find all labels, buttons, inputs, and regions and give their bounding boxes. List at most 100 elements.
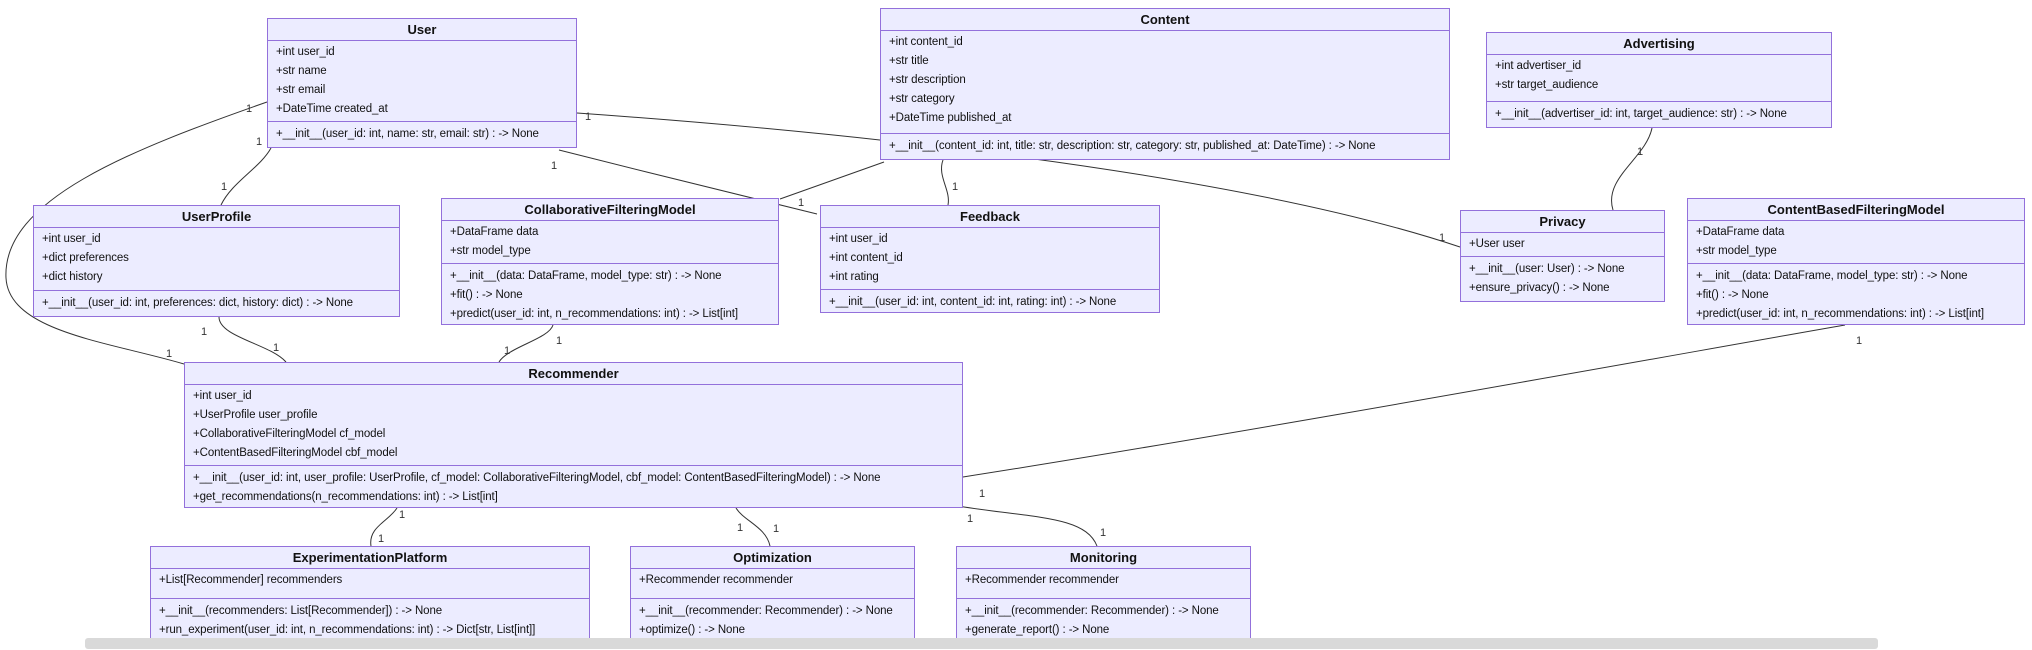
multiplicity-label: 1 bbox=[585, 111, 592, 123]
class-box-user: User +int user_id +str name +str email +… bbox=[267, 18, 577, 148]
class-attribute: +dict history bbox=[42, 271, 103, 283]
class-method: +__init__(data: DataFrame, model_type: s… bbox=[1696, 270, 1968, 282]
multiplicity-label: 1 bbox=[1856, 335, 1863, 347]
attributes-compartment: +Recommender recommender bbox=[957, 569, 1250, 599]
class-box-recommender: Recommender +int user_id +UserProfile us… bbox=[184, 362, 963, 508]
class-method: +__init__(user_id: int, preferences: dic… bbox=[42, 297, 353, 309]
attributes-compartment: +int user_id +dict preferences +dict his… bbox=[34, 228, 399, 291]
edge-recommender-monitoring bbox=[957, 505, 1098, 547]
multiplicity-label: 1 bbox=[201, 326, 208, 338]
class-attribute: +DataFrame data bbox=[450, 226, 539, 238]
multiplicity-label: 1 bbox=[773, 523, 780, 535]
edge-advertising-privacy bbox=[1611, 127, 1653, 211]
class-title: Advertising bbox=[1487, 33, 1831, 55]
class-box-privacy: Privacy +User user +__init__(user: User)… bbox=[1460, 210, 1665, 302]
attributes-compartment: +int content_id +str title +str descript… bbox=[881, 31, 1449, 134]
class-title: Content bbox=[881, 9, 1449, 31]
class-method: +__init__(data: DataFrame, model_type: s… bbox=[450, 270, 722, 282]
edge-user-feedback bbox=[558, 149, 818, 215]
edge-content-collaborativefilteringmodel bbox=[779, 161, 885, 200]
class-attribute: +DateTime created_at bbox=[276, 103, 388, 115]
class-attribute: +DataFrame data bbox=[1696, 226, 1785, 238]
multiplicity-label: 1 bbox=[256, 136, 263, 148]
multiplicity-label: 1 bbox=[378, 533, 385, 545]
horizontal-scrollbar-thumb[interactable] bbox=[85, 638, 1878, 649]
attributes-compartment: +Recommender recommender bbox=[631, 569, 914, 599]
class-attribute: +str model_type bbox=[450, 245, 531, 257]
class-title: User bbox=[268, 19, 576, 41]
class-title: UserProfile bbox=[34, 206, 399, 228]
class-title: Privacy bbox=[1461, 211, 1664, 233]
multiplicity-label: 1 bbox=[952, 181, 959, 193]
methods-compartment: +__init__(data: DataFrame, model_type: s… bbox=[442, 264, 778, 324]
class-method: +__init__(recommender: Recommender) : ->… bbox=[965, 605, 1219, 617]
multiplicity-label: 1 bbox=[967, 513, 974, 525]
class-attribute: +Recommender recommender bbox=[965, 574, 1119, 586]
class-attribute: +int content_id bbox=[829, 252, 903, 264]
class-box-monitoring: Monitoring +Recommender recommender +__i… bbox=[956, 546, 1251, 644]
edge-recommender-optimization bbox=[735, 507, 771, 547]
class-attribute: +int content_id bbox=[889, 36, 963, 48]
methods-compartment: +__init__(advertiser_id: int, target_aud… bbox=[1487, 102, 1831, 127]
class-method: +__init__(recommender: Recommender) : ->… bbox=[639, 605, 893, 617]
class-method: +__init__(user_id: int, name: str, email… bbox=[276, 128, 539, 140]
class-title: Feedback bbox=[821, 206, 1159, 228]
multiplicity-label: 1 bbox=[551, 160, 558, 172]
class-box-advertising: Advertising +int advertiser_id +str targ… bbox=[1486, 32, 1832, 128]
class-method: +__init__(content_id: int, title: str, d… bbox=[889, 140, 1376, 152]
class-attribute: +str model_type bbox=[1696, 245, 1777, 257]
class-box-optimization: Optimization +Recommender recommender +_… bbox=[630, 546, 915, 644]
class-box-userprofile: UserProfile +int user_id +dict preferenc… bbox=[33, 205, 400, 317]
class-box-contentbasedfilteringmodel: ContentBasedFilteringModel +DataFrame da… bbox=[1687, 198, 2025, 325]
methods-compartment: +__init__(recommender: Recommender) : ->… bbox=[957, 599, 1250, 643]
class-method: +__init__(user_id: int, user_profile: Us… bbox=[193, 472, 881, 484]
class-method: +fit() : -> None bbox=[450, 289, 523, 301]
class-method: +predict(user_id: int, n_recommendations… bbox=[1696, 308, 1984, 320]
attributes-compartment: +List[Recommender] recommenders bbox=[151, 569, 589, 599]
multiplicity-label: 1 bbox=[504, 345, 511, 357]
class-attribute: +int user_id bbox=[193, 390, 252, 402]
attributes-compartment: +DataFrame data +str model_type bbox=[442, 221, 778, 264]
class-title: Recommender bbox=[185, 363, 962, 385]
attributes-compartment: +int user_id +str name +str email +DateT… bbox=[268, 41, 576, 122]
multiplicity-label: 1 bbox=[979, 488, 986, 500]
class-attribute: +int rating bbox=[829, 271, 879, 283]
class-method: +run_experiment(user_id: int, n_recommen… bbox=[159, 624, 536, 636]
edge-contentbasedfilteringmodel-recommender bbox=[962, 324, 1846, 478]
class-method: +__init__(recommenders: List[Recommender… bbox=[159, 605, 443, 617]
class-attribute: +str target_audience bbox=[1495, 79, 1599, 91]
multiplicity-label: 1 bbox=[798, 197, 805, 209]
class-attribute: +int user_id bbox=[42, 233, 101, 245]
class-box-experimentationplatform: ExperimentationPlatform +List[Recommende… bbox=[150, 546, 590, 644]
class-attribute: +int user_id bbox=[276, 46, 335, 58]
class-attribute: +UserProfile user_profile bbox=[193, 409, 318, 421]
edge-user-recommender bbox=[5, 101, 268, 365]
multiplicity-label: 1 bbox=[221, 181, 228, 193]
class-method: +generate_report() : -> None bbox=[965, 624, 1110, 636]
class-method: +__init__(advertiser_id: int, target_aud… bbox=[1495, 108, 1787, 120]
edge-userprofile-recommender bbox=[218, 316, 287, 363]
class-attribute: +str name bbox=[276, 65, 327, 77]
multiplicity-label: 1 bbox=[246, 103, 253, 115]
multiplicity-label: 1 bbox=[556, 335, 563, 347]
edge-collaborativefilteringmodel-recommender bbox=[498, 324, 554, 363]
class-method: +ensure_privacy() : -> None bbox=[1469, 282, 1610, 294]
attributes-compartment: +int user_id +UserProfile user_profile +… bbox=[185, 385, 962, 466]
class-attribute: +ContentBasedFilteringModel cbf_model bbox=[193, 447, 398, 459]
attributes-compartment: +DataFrame data +str model_type bbox=[1688, 221, 2024, 264]
class-title: Optimization bbox=[631, 547, 914, 569]
class-attribute: +int user_id bbox=[829, 233, 888, 245]
class-title: ExperimentationPlatform bbox=[151, 547, 589, 569]
class-box-content: Content +int content_id +str title +str … bbox=[880, 8, 1450, 160]
class-method: +fit() : -> None bbox=[1696, 289, 1769, 301]
attributes-compartment: +int advertiser_id +str target_audience bbox=[1487, 55, 1831, 102]
class-box-feedback: Feedback +int user_id +int content_id +i… bbox=[820, 205, 1160, 313]
class-attribute: +dict preferences bbox=[42, 252, 129, 264]
methods-compartment: +__init__(user_id: int, user_profile: Us… bbox=[185, 466, 962, 507]
methods-compartment: +__init__(recommender: Recommender) : ->… bbox=[631, 599, 914, 643]
methods-compartment: +__init__(user_id: int, preferences: dic… bbox=[34, 291, 399, 316]
class-method: +__init__(user: User) : -> None bbox=[1469, 263, 1625, 275]
edge-recommender-experimentationplatform bbox=[370, 507, 398, 547]
class-attribute: +str category bbox=[889, 93, 955, 105]
methods-compartment: +__init__(content_id: int, title: str, d… bbox=[881, 134, 1449, 159]
